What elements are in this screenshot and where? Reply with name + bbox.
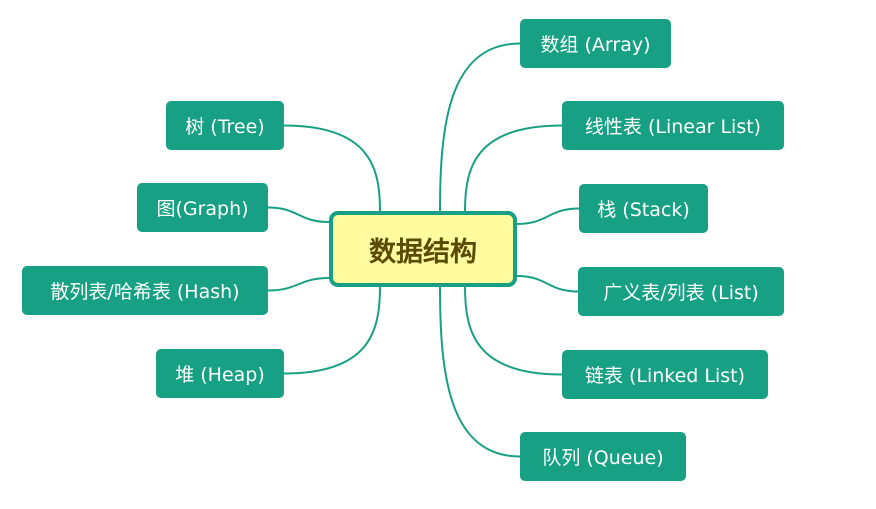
node-linked-list[interactable]: 链表 (Linked List) [562,350,768,399]
node-queue[interactable]: 队列 (Queue) [520,432,686,481]
link-stack [516,207,580,225]
link-array [439,42,521,212]
link-graph [267,206,330,223]
link-linked-list [464,286,563,376]
node-linear-list[interactable]: 线性表 (Linear List) [562,101,784,150]
link-tree [283,124,381,212]
node-hash[interactable]: 散列表/哈希表 (Hash) [22,266,268,315]
node-graph[interactable]: 图(Graph) [137,183,268,232]
node-list[interactable]: 广义表/列表 (List) [578,267,784,316]
link-heap [283,286,381,375]
root-node[interactable]: 数据结构 [329,211,517,287]
node-tree[interactable]: 树 (Tree) [166,101,284,150]
node-array[interactable]: 数组 (Array) [520,19,671,68]
link-queue [439,286,521,458]
link-linear-list [464,124,563,212]
node-heap[interactable]: 堆 (Heap) [156,349,284,398]
link-hash [267,277,330,292]
link-list [516,275,579,293]
node-stack[interactable]: 栈 (Stack) [579,184,708,233]
